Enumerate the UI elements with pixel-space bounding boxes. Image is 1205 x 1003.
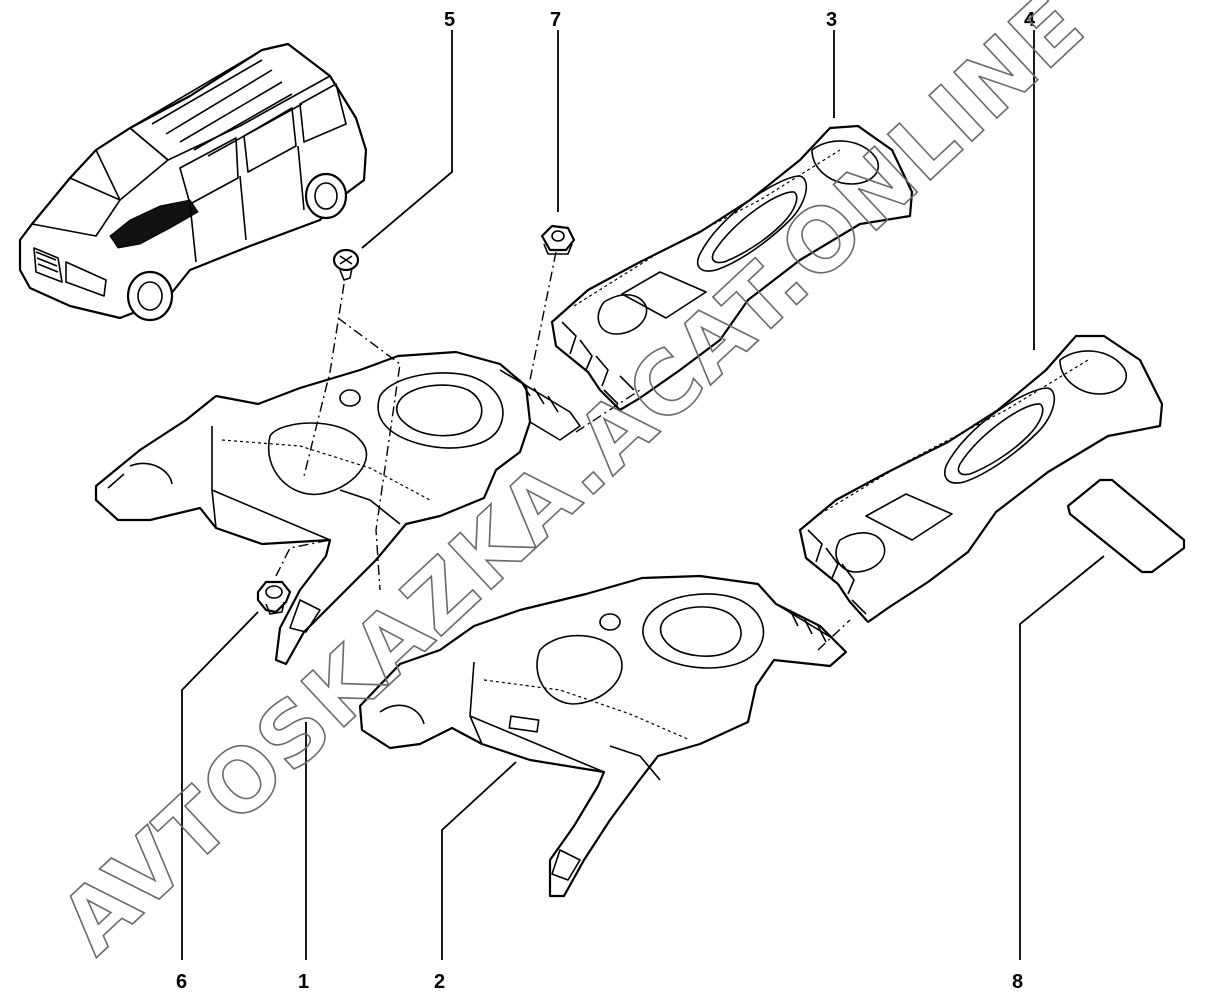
minivan-vehicle-icon [18, 42, 368, 322]
callout-5: 5 [444, 9, 455, 31]
pad-part-8 [1066, 478, 1186, 574]
clip-icon [256, 580, 292, 615]
callout-7: 7 [550, 9, 561, 31]
armrest-cover-part-4 [798, 334, 1164, 624]
armrest-cover-part-3 [550, 124, 914, 412]
screw-icon [332, 248, 360, 281]
callout-6: 6 [176, 971, 187, 993]
nut-icon [540, 224, 576, 255]
console-base-part-1 [94, 350, 581, 666]
leader-lines [181, 30, 1105, 960]
callout-8: 8 [1012, 971, 1023, 993]
callout-4: 4 [1024, 9, 1036, 31]
callout-2: 2 [434, 971, 445, 993]
callout-numbers: 5 7 3 4 6 1 2 8 [176, 9, 1036, 993]
callout-3: 3 [826, 9, 837, 31]
callout-1: 1 [298, 971, 309, 993]
console-base-part-2 [358, 574, 848, 898]
assembly-lines [275, 251, 851, 651]
